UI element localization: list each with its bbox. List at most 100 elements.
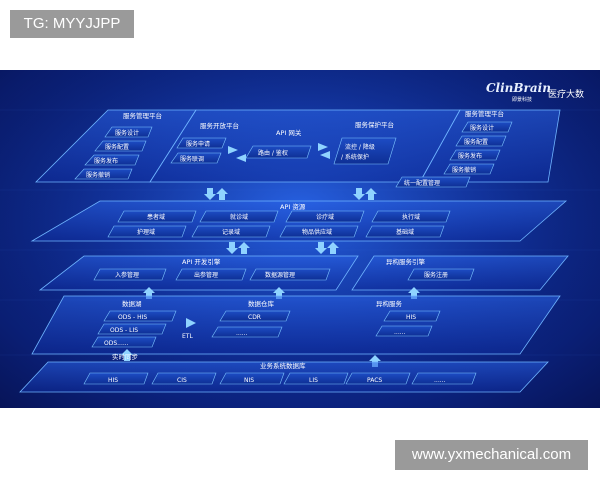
item-flow-control-1: 流控 / 降级 <box>345 143 375 151</box>
item-hetero-his: HIS <box>406 314 416 321</box>
box-basic-domain <box>365 225 445 238</box>
item-record-domain: 记录域 <box>222 228 240 236</box>
title-api-gateway: API 网关 <box>276 128 302 137</box>
arrow-up-l1-right <box>365 188 377 200</box>
item-output-params: 出参管理 <box>194 271 218 279</box>
arrow-left-gateway-protect <box>320 151 330 159</box>
box-execution-domain <box>371 210 451 223</box>
item-patient-domain: 患者域 <box>147 213 165 221</box>
box-diagnosis-domain <box>285 210 365 223</box>
title-data-lake: 数据湖 <box>122 299 142 308</box>
box-visit-domain <box>199 210 279 223</box>
arrows-l1-l2 <box>204 188 377 200</box>
box-output-params <box>175 268 247 281</box>
item-db-more: ...... <box>434 377 446 384</box>
item-ods-his: ODS - HIS <box>118 314 147 321</box>
box-record-domain <box>191 225 271 238</box>
box-service-config-left <box>94 140 147 152</box>
plane-data-layer <box>31 295 561 355</box>
item-service-debug: 服务联调 <box>180 155 204 163</box>
title-service-mgmt-left: 服务管理平台 <box>123 111 162 120</box>
item-service-publish-right: 服务发布 <box>458 152 482 160</box>
item-ods-more: ODS...... <box>104 340 129 347</box>
item-service-design-left: 服务设计 <box>115 129 139 137</box>
title-hetero-service: 异构服务 <box>376 299 403 308</box>
arrow-etl <box>186 318 196 328</box>
footer-url[interactable]: www.yxmechanical.com <box>395 440 588 470</box>
item-input-params: 入参管理 <box>115 271 139 279</box>
arrow-down-l1-left <box>204 188 216 200</box>
layer-5: 实时同步 业务系统数据库 HIS CIS NIS LIS PACS ...... <box>19 352 549 393</box>
box-db-lis <box>283 372 349 385</box>
watermark-tag: TG: MYYJJPP <box>10 10 134 38</box>
box-service-debug <box>170 152 222 164</box>
brand-logo: ClinBrain <box>486 81 551 95</box>
title-service-mgmt-right: 服务管理平台 <box>465 109 504 118</box>
arrow-up-sync <box>121 349 133 361</box>
box-db-cis <box>151 372 217 385</box>
item-db-lis: LIS <box>309 377 318 384</box>
layer-1: 服务管理平台 服务设计 服务配置 服务发布 服务撤销 服务开放平台 服务申请 服… <box>35 109 561 188</box>
item-execution-domain: 执行域 <box>402 213 420 221</box>
arrow-up-l1-left <box>216 188 228 200</box>
item-service-config-right: 服务配置 <box>464 138 488 146</box>
box-service-design-left <box>104 126 153 138</box>
item-service-register: 服务注册 <box>424 271 448 279</box>
title-hetero-engine: 异构服务引擎 <box>386 257 426 266</box>
item-warehouse-more: ...... <box>236 330 248 337</box>
box-db-nis <box>219 372 285 385</box>
item-diagnosis-domain: 诊疗域 <box>316 213 334 221</box>
arrows-l2-l3 <box>226 242 339 254</box>
arrow-left-open-gateway <box>236 154 246 162</box>
item-basic-domain: 基础域 <box>396 228 414 236</box>
item-service-publish-left: 服务发布 <box>94 157 118 165</box>
title-service-open: 服务开放平台 <box>200 121 239 130</box>
item-service-revoke-left: 服务撤销 <box>86 171 110 179</box>
item-db-pacs: PACS <box>367 377 382 384</box>
architecture-diagram: ClinBrain 即景科技 医疗大数 服务管理平台 服务设计 服务配置 服务发… <box>0 70 600 408</box>
box-warehouse-more <box>211 326 283 338</box>
box-service-publish-right <box>449 149 501 161</box>
item-service-apply: 服务申请 <box>186 140 210 148</box>
title-api-dev-engine: API 开发引擎 <box>182 257 221 266</box>
box-service-revoke-right <box>443 163 495 175</box>
box-service-register <box>407 268 475 281</box>
item-service-config-left: 服务配置 <box>105 143 129 151</box>
box-db-more <box>411 372 477 385</box>
box-unified-config <box>395 176 471 188</box>
box-db-pacs <box>345 372 411 385</box>
arrow-right-gateway-protect <box>318 143 328 151</box>
item-db-nis: NIS <box>244 377 254 384</box>
layer-3: API 开发引擎 入参管理 出参管理 数据源管理 异构服务引擎 服务注册 <box>38 255 569 291</box>
brand-logo-right: 医疗大数 <box>548 88 584 100</box>
box-service-design-right <box>461 121 513 133</box>
diagram-canvas: ClinBrain 即景科技 医疗大数 服务管理平台 服务设计 服务配置 服务发… <box>0 70 600 408</box>
plane-business-db <box>19 361 549 393</box>
item-supply-domain: 物品供应域 <box>302 228 332 236</box>
box-flow-control <box>333 137 397 165</box>
box-ods-lis <box>97 323 167 335</box>
box-ods-more <box>91 336 157 348</box>
item-flow-control-2: / 系统保护 <box>341 153 369 161</box>
box-input-params <box>93 268 167 281</box>
box-hetero-his <box>383 310 441 322</box>
arrow-down-l2-a <box>226 242 238 254</box>
box-route-auth <box>245 145 312 159</box>
title-data-warehouse: 数据仓库 <box>248 299 275 308</box>
item-visit-domain: 就诊域 <box>230 213 248 221</box>
box-service-revoke-left <box>74 168 133 180</box>
box-service-apply <box>176 137 227 149</box>
title-business-db: 业务系统数据库 <box>260 361 306 370</box>
item-db-his: HIS <box>108 377 118 384</box>
item-hetero-more: ...... <box>394 329 406 336</box>
item-ods-lis: ODS - LIS <box>110 327 138 334</box>
box-cdr <box>219 310 291 322</box>
item-nursing-domain: 护理域 <box>137 228 155 236</box>
item-service-design-right: 服务设计 <box>470 124 494 132</box>
item-db-cis: CIS <box>177 377 187 384</box>
arrow-down-l2-b <box>315 242 327 254</box>
arrow-up-l2-b <box>327 242 339 254</box>
label-realtime-sync: 实时同步 <box>112 352 139 361</box>
arrow-up-l2-a <box>238 242 250 254</box>
box-patient-domain <box>117 210 197 223</box>
